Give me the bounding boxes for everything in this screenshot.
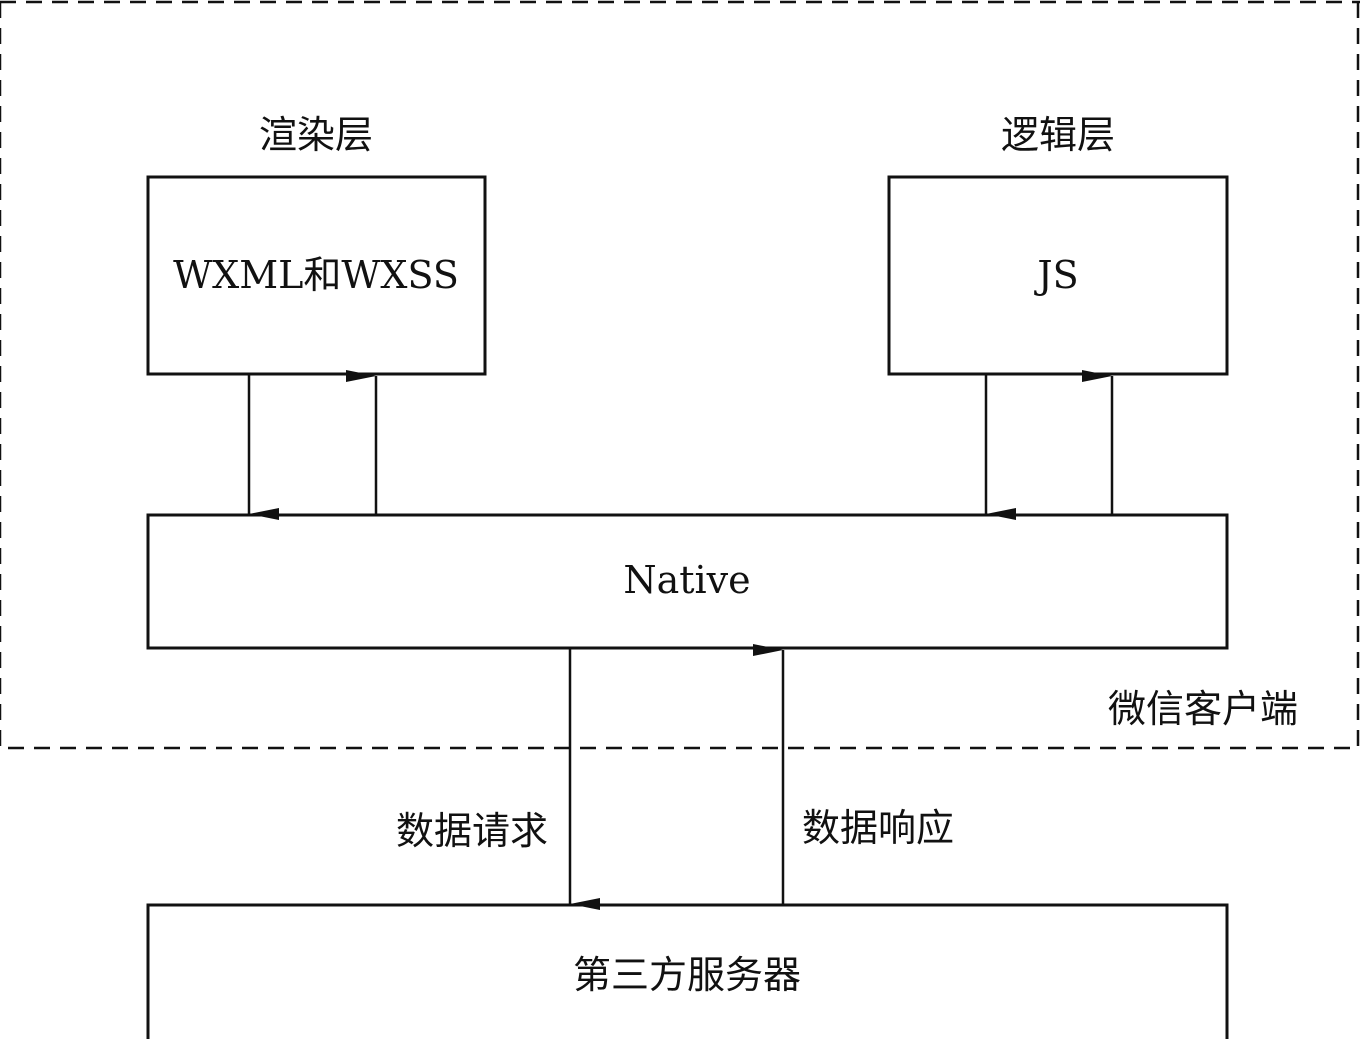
logic-layer-title: 逻辑层	[1001, 113, 1115, 157]
data-request-label: 数据请求	[396, 809, 548, 853]
data-response-label: 数据响应	[802, 806, 954, 850]
render-layer-title: 渲染层	[259, 113, 373, 157]
client-region-boundary	[0, 0, 1360, 750]
logic-layer-box	[887, 175, 1229, 376]
native-box	[146, 513, 1229, 650]
render-layer-box-label: WXML和WXSS	[173, 253, 459, 297]
server-box	[146, 903, 1229, 1039]
render-layer-box	[146, 175, 487, 376]
logic-layer-box-label: JS	[1033, 253, 1078, 297]
render-layer-node: WXML和WXSS	[146, 175, 487, 376]
client-region: 微信客户端	[0, 0, 1360, 750]
native-box-label: Native	[623, 558, 750, 602]
server-box-label: 第三方服务器	[573, 953, 801, 997]
logic-layer-node: JS	[887, 175, 1229, 376]
native-node: Native	[146, 513, 1229, 650]
server-node: 第三方服务器	[146, 903, 1229, 1039]
client-region-label: 微信客户端	[1108, 687, 1298, 731]
